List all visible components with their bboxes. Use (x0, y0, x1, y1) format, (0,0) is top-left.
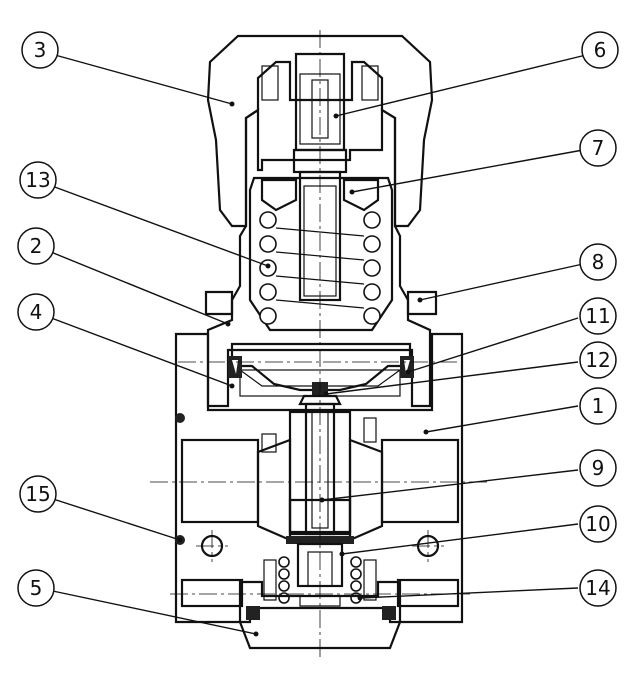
piston-assembly (228, 342, 414, 406)
callout-14: 14 (579, 569, 617, 607)
body (174, 332, 464, 624)
svg-text:12: 12 (585, 348, 610, 372)
callout-13: 13 (19, 161, 57, 199)
svg-text:9: 9 (592, 456, 605, 480)
callout-6: 6 (581, 31, 619, 69)
knob-cap (206, 34, 434, 228)
svg-text:2: 2 (30, 234, 43, 258)
leader-lines (45, 54, 587, 637)
svg-text:8: 8 (592, 250, 605, 274)
callout-4: 4 (17, 293, 55, 331)
callout-12: 12 (579, 341, 617, 379)
center-lines (150, 30, 490, 660)
svg-text:13: 13 (25, 168, 50, 192)
svg-text:4: 4 (30, 300, 43, 324)
callout-2: 2 (17, 227, 55, 265)
svg-text:10: 10 (585, 512, 610, 536)
callout-1: 1 (579, 387, 617, 425)
svg-text:7: 7 (592, 136, 605, 160)
callout-11: 11 (579, 297, 617, 335)
callout-15: 15 (19, 475, 57, 513)
spring-seat (260, 178, 380, 212)
svg-text:14: 14 (585, 576, 610, 600)
callout-9: 9 (579, 449, 617, 487)
svg-text:11: 11 (585, 304, 610, 328)
bottom-plug (238, 559, 402, 650)
callout-8: 8 (579, 243, 617, 281)
svg-text:3: 3 (34, 38, 47, 62)
callout-10: 10 (579, 505, 617, 543)
svg-text:6: 6 (594, 38, 607, 62)
lock-nut (204, 290, 438, 316)
svg-text:5: 5 (30, 576, 43, 600)
svg-text:15: 15 (25, 482, 50, 506)
callout-5: 5 (17, 569, 55, 607)
callout-7: 7 (579, 129, 617, 167)
svg-text:1: 1 (592, 394, 605, 418)
callout-3: 3 (21, 31, 59, 69)
